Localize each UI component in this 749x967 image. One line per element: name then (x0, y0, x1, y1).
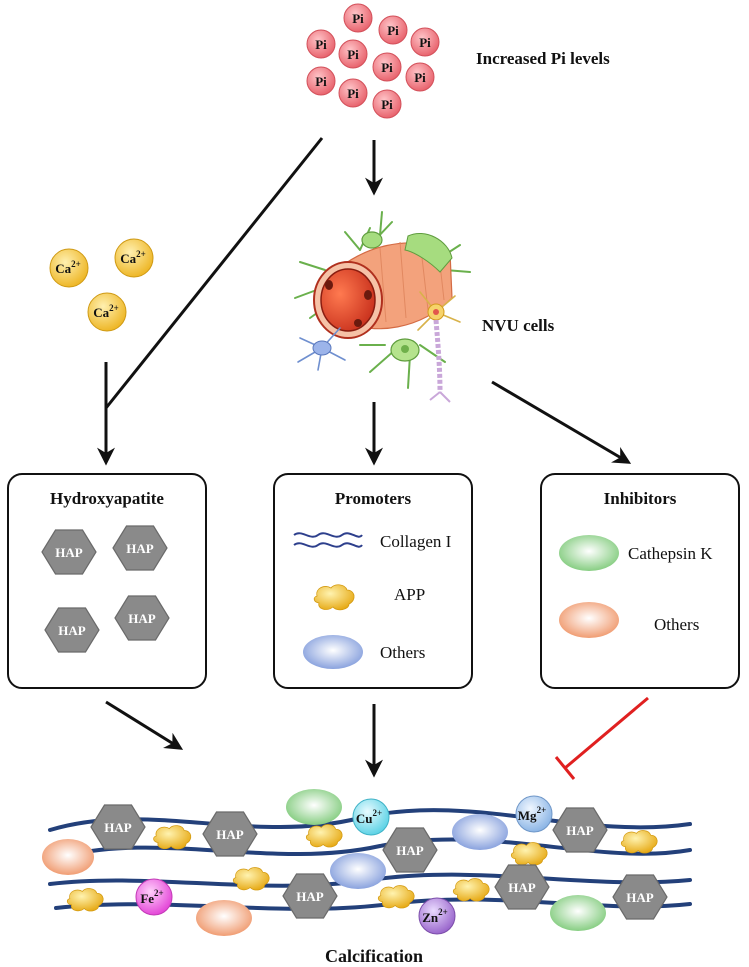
hap-crystal: HAP (114, 595, 170, 641)
hydroxyapatite-title: Hydroxyapatite (50, 489, 164, 508)
pi-ion: Pi (372, 52, 402, 82)
promoter-item: APP (394, 585, 425, 604)
svg-text:HAP: HAP (128, 611, 156, 626)
hap-crystal: HAP (202, 811, 258, 857)
hap-crystal: HAP (382, 827, 438, 873)
pi-ion: Pi (405, 62, 435, 92)
inhibitors-title: Inhibitors (604, 489, 677, 508)
metal-ion: Fe2+ (135, 878, 173, 916)
svg-text:HAP: HAP (104, 820, 132, 835)
calcium-ions: Ca2+Ca2+Ca2+ (49, 238, 154, 332)
svg-text:HAP: HAP (508, 880, 536, 895)
pi-label: Pi (315, 37, 327, 52)
pi-label: Pi (381, 60, 393, 75)
pi-ion: Pi (343, 3, 373, 33)
others-oval-icon (303, 635, 363, 669)
hap-crystals: HAP HAP HAP HAP HAP HAP HAP (90, 804, 668, 920)
nvu-cells-illustration (294, 211, 471, 403)
svg-text:HAP: HAP (626, 890, 654, 905)
metal-ion: Zn2+ (418, 897, 456, 935)
hap-crystal: HAP (44, 607, 100, 653)
pi-label: Pi (315, 74, 327, 89)
calcium-ion: Ca2+ (49, 248, 89, 288)
hap-crystals: HAP HAP HAP HAP (41, 525, 170, 653)
pi-ion: Pi (372, 89, 402, 119)
pi-label: Pi (347, 86, 359, 101)
line-pi-to-hap (104, 137, 324, 409)
promoters-title: Promoters (335, 489, 412, 508)
calcium-ion: Ca2+ (114, 238, 154, 278)
inhibitors-box: Inhibitors Cathepsin K Others (540, 473, 740, 689)
hap-crystal: HAP (90, 804, 146, 850)
arrow-hydroxyapatite-to-calcification (105, 700, 184, 750)
pi-label: Pi (347, 47, 359, 62)
svg-text:HAP: HAP (566, 823, 594, 838)
pi-label: Pi (414, 70, 426, 85)
pi-label: Pi (387, 23, 399, 38)
hap-crystal: HAP (41, 529, 97, 575)
pi-caption: Increased Pi levels (476, 49, 610, 68)
metal-ion: Mg2+ (515, 795, 553, 833)
calcium-ion: Ca2+ (87, 292, 127, 332)
pi-ion: Pi (410, 27, 440, 57)
pi-ion: Pi (338, 39, 368, 69)
inhibitor-item: Others (654, 615, 699, 634)
protein-ovals (42, 789, 606, 936)
hap-crystal: HAP (282, 873, 338, 919)
svg-text:HAP: HAP (216, 827, 244, 842)
svg-text:HAP: HAP (126, 541, 154, 556)
promoter-item: Others (380, 643, 425, 662)
hap-crystal: HAP (552, 807, 608, 853)
arrow-nvu-to-inhibitors (491, 380, 632, 464)
promoter-item: Collagen I (380, 532, 452, 551)
svg-text:HAP: HAP (396, 843, 424, 858)
promoters-box: Promoters Collagen I APP Others (273, 473, 473, 689)
hap-crystal: HAP (612, 874, 668, 920)
nvu-caption: NVU cells (482, 316, 555, 335)
calcification-scene: HAP HAP HAP HAP HAP HAP HAP Cu2+ Mg2+ Fe2+ Zn2+ (42, 789, 692, 936)
pi-label: Pi (352, 11, 364, 26)
hap-crystal: HAP (112, 525, 168, 571)
pi-ion: Pi (306, 66, 336, 96)
collagen-icon (293, 532, 363, 548)
pi-ion: Pi (338, 78, 368, 108)
inhibition-arrow (554, 696, 649, 780)
metal-ions: Cu2+ Mg2+ Fe2+ Zn2+ (135, 795, 553, 935)
cathepsin-k-oval-icon (559, 535, 619, 571)
svg-text:HAP: HAP (296, 889, 324, 904)
inhibitor-item: Cathepsin K (628, 544, 713, 563)
pi-label: Pi (419, 35, 431, 50)
pi-label: Pi (381, 97, 393, 112)
pi-ion: Pi (306, 29, 336, 59)
hydroxyapatite-box: Hydroxyapatite HAP HAP HAP HAP (7, 473, 207, 689)
pi-ion: Pi (378, 15, 408, 45)
svg-text:HAP: HAP (55, 545, 83, 560)
svg-text:HAP: HAP (58, 623, 86, 638)
pathway-arrows (97, 137, 632, 778)
others-oval-icon (559, 602, 619, 638)
metal-ion: Cu2+ (352, 798, 390, 836)
hap-crystal: HAP (494, 864, 550, 910)
calcification-caption: Calcification (325, 946, 423, 966)
